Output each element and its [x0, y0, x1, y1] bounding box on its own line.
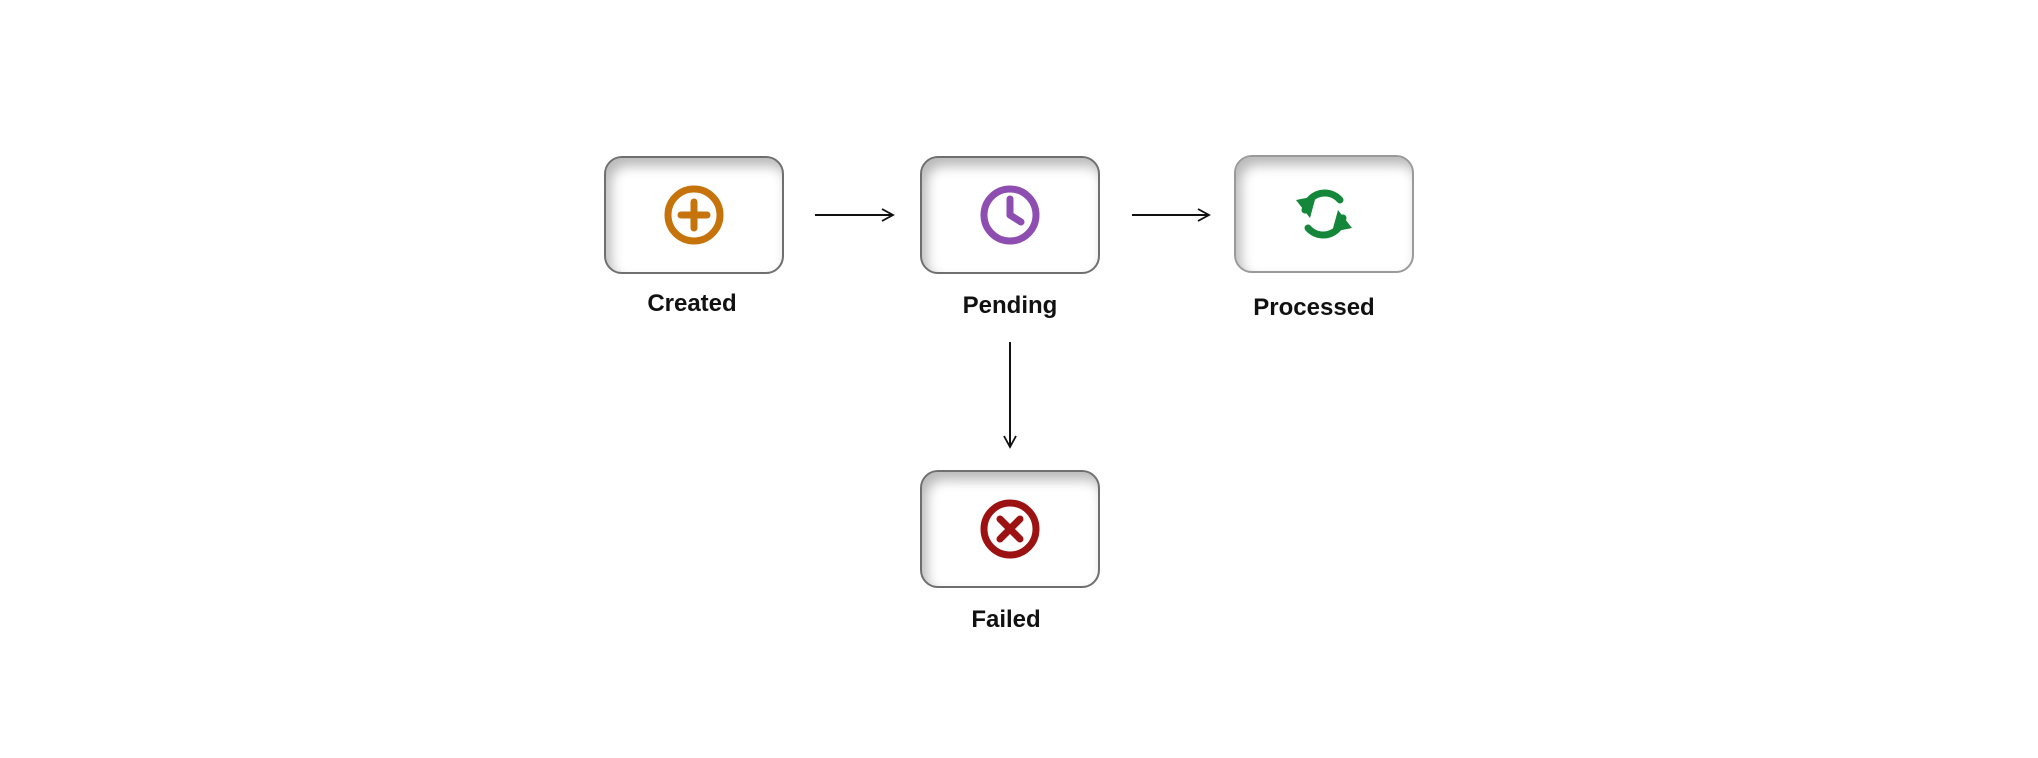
node-created-label: Created: [647, 290, 737, 317]
node-failed-label: Failed: [971, 606, 1041, 633]
refresh-icon: [1296, 189, 1352, 239]
plus-circle-icon: [664, 185, 724, 245]
node-processed[interactable]: [1234, 155, 1414, 273]
node-pending-label: Pending: [962, 292, 1058, 319]
node-created[interactable]: [604, 156, 784, 274]
clock-icon: [980, 185, 1040, 245]
node-failed[interactable]: [920, 470, 1100, 588]
node-processed-label: Processed: [1253, 294, 1375, 321]
x-circle-icon: [980, 499, 1040, 559]
node-pending[interactable]: [920, 156, 1100, 274]
